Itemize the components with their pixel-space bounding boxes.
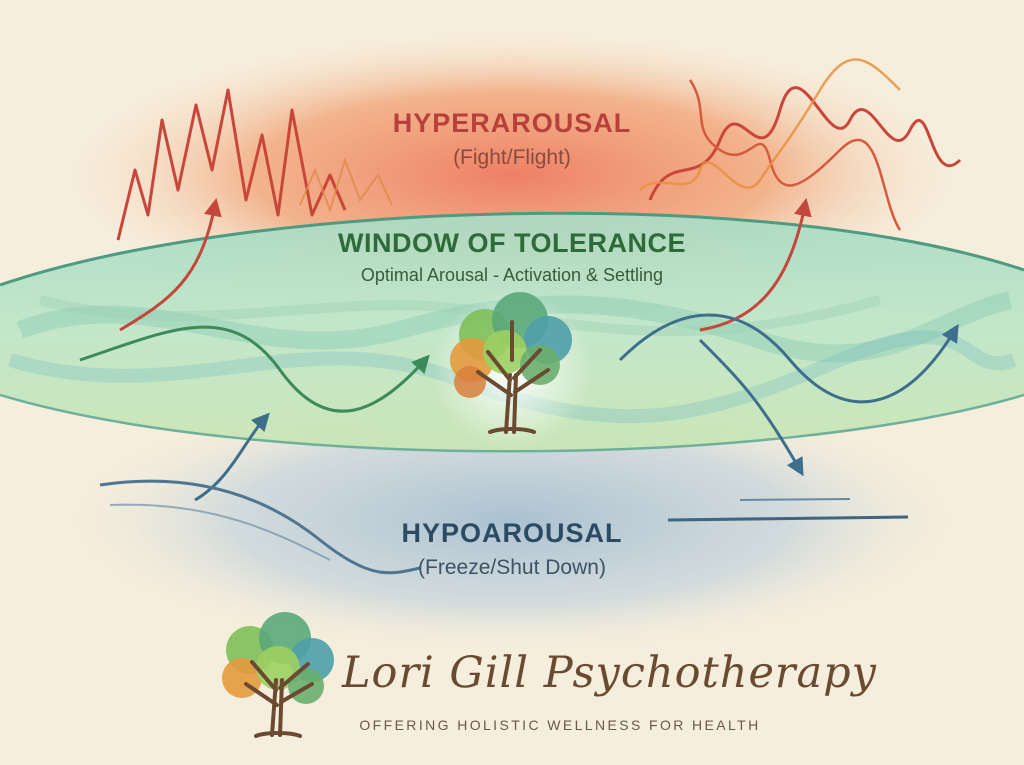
hyperarousal-chaos-right <box>639 58 901 191</box>
arrow-from-hypoarousal-left <box>194 412 270 502</box>
hypoarousal-flat-line-left-faint <box>109 503 331 561</box>
arrow-settling-left <box>79 325 430 413</box>
hypoarousal-zone <box>42 380 982 660</box>
window-top-border <box>0 211 1024 287</box>
hypoarousal-subtitle: (Freeze/Shut Down) <box>418 556 606 579</box>
window-bottom-border <box>0 393 1024 453</box>
tree-brain-icon <box>432 290 592 450</box>
hypoarousal-flat-line-right <box>667 515 909 522</box>
brand-tagline: OFFERING HOLISTIC WELLNESS FOR HEALTH <box>359 717 761 733</box>
hypoarousal-title: HYPOAROUSAL <box>401 518 623 548</box>
hypoarousal-flat-line-left <box>99 479 421 575</box>
tree-brain-logo-icon <box>222 612 334 738</box>
hyperarousal-spikes-left-faint <box>299 156 393 214</box>
brand-name: Lori Gill Psychotherapy <box>342 648 877 698</box>
hyperarousal-chaos-right <box>648 86 962 201</box>
window-subtitle: Optimal Arousal - Activation & Settling <box>360 265 664 285</box>
arrow-activation-right <box>618 313 959 404</box>
window-title: WINDOW OF TOLERANCE <box>338 228 686 258</box>
arrow-to-hyperarousal-right <box>699 197 812 332</box>
hyperarousal-title: HYPERAROUSAL <box>392 108 632 138</box>
arrow-to-hyperarousal-left <box>119 197 222 332</box>
arrow-to-hypoarousal-right <box>698 338 804 477</box>
hyperarousal-chaos-right <box>688 79 902 231</box>
hyperarousal-subtitle: (Fight/Flight) <box>453 146 571 169</box>
hyperarousal-spikes-left <box>116 88 347 241</box>
hypoarousal-flat-line-right-faint <box>739 498 851 501</box>
